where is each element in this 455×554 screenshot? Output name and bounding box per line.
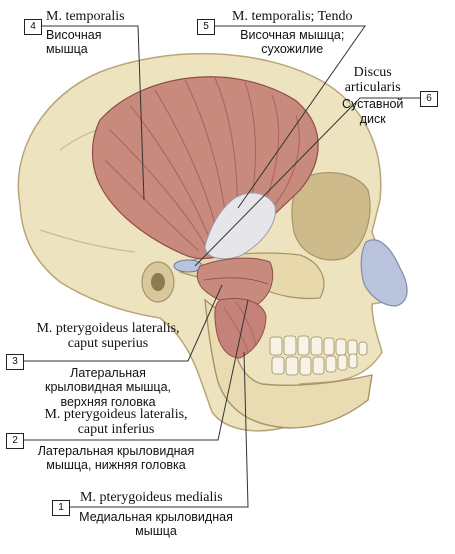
latin-name: M. pterygoideus medialis xyxy=(80,490,223,505)
leader-3 xyxy=(22,284,223,362)
latin-name-line1: Discus xyxy=(353,65,392,80)
leader-1 xyxy=(70,351,249,508)
label-lateral-pterygoid-inferior-ru: Латеральная крыловидная мышца, нижняя го… xyxy=(26,444,206,473)
russian-name-line1: Суставной xyxy=(342,97,404,112)
leader-2 xyxy=(22,299,249,441)
label-number-2: 2 xyxy=(6,433,24,449)
russian-name-line1: Медиальная крыловидная xyxy=(79,510,233,524)
teeth xyxy=(269,335,368,376)
latin-name-line2: articularis xyxy=(344,79,401,95)
label-temporalis: M. temporalis Височная мышца xyxy=(46,9,125,57)
leader-5 xyxy=(205,25,366,209)
label-number-3: 3 xyxy=(6,354,24,370)
russian-name-line2: мышца xyxy=(46,42,88,57)
latin-name-line1: M. pterygoideus lateralis, xyxy=(36,321,180,336)
latin-name-line1: M. pterygoideus lateralis, xyxy=(44,407,188,422)
nasal-cartilage xyxy=(360,239,408,307)
label-temporalis-tendon: M. temporalis; Tendo Височная мышца; сух… xyxy=(232,9,353,57)
latin-name: M. temporalis; Tendo xyxy=(232,9,353,24)
label-number-1: 1 xyxy=(52,500,70,516)
label-lateral-pterygoid-superior-ru: Латеральная крыловидная мышца, верхняя г… xyxy=(28,366,188,409)
russian-name-line3: верхняя головка xyxy=(60,394,156,409)
label-number-4: 4 xyxy=(24,19,42,35)
latin-name-line2: caput superius xyxy=(67,335,149,351)
label-number-5: 5 xyxy=(197,19,215,35)
russian-name-line1: Височная xyxy=(46,27,102,42)
label-medial-pterygoid-ru: Медиальная крыловидная мышца xyxy=(66,510,246,539)
mandible xyxy=(204,298,373,429)
label-medial-pterygoid: M. pterygoideus medialis xyxy=(80,490,223,506)
temporalis-tendon xyxy=(204,192,276,260)
leader-4 xyxy=(38,25,145,201)
latin-name-line2: caput inferius xyxy=(77,421,155,437)
russian-name-line1: Латеральная крыловидная xyxy=(37,444,195,458)
lateral-pterygoid-muscle xyxy=(196,257,274,307)
russian-name-line2: мышца xyxy=(135,524,177,539)
russian-name-line1: Латеральная xyxy=(70,366,146,380)
russian-name-line2: сухожилие xyxy=(261,42,324,57)
label-lateral-pterygoid-superior: M. pterygoideus lateralis, caput superiu… xyxy=(28,321,188,351)
leader-lines xyxy=(22,25,420,508)
russian-name-line2: мышца, нижняя головка xyxy=(46,458,186,473)
orbit xyxy=(291,171,371,261)
latin-name: M. temporalis xyxy=(46,9,125,24)
russian-name-line2: крыловидная мышца, xyxy=(45,380,171,395)
label-articular-disc: Discus articularis Суставной диск xyxy=(342,65,404,126)
leader-6 xyxy=(194,97,420,267)
label-number-6: 6 xyxy=(420,91,438,107)
label-lateral-pterygoid-inferior: M. pterygoideus lateralis, caput inferiu… xyxy=(26,407,206,437)
russian-name-line1: Височная мышца; xyxy=(240,27,345,42)
russian-name-line2: диск xyxy=(359,111,386,126)
